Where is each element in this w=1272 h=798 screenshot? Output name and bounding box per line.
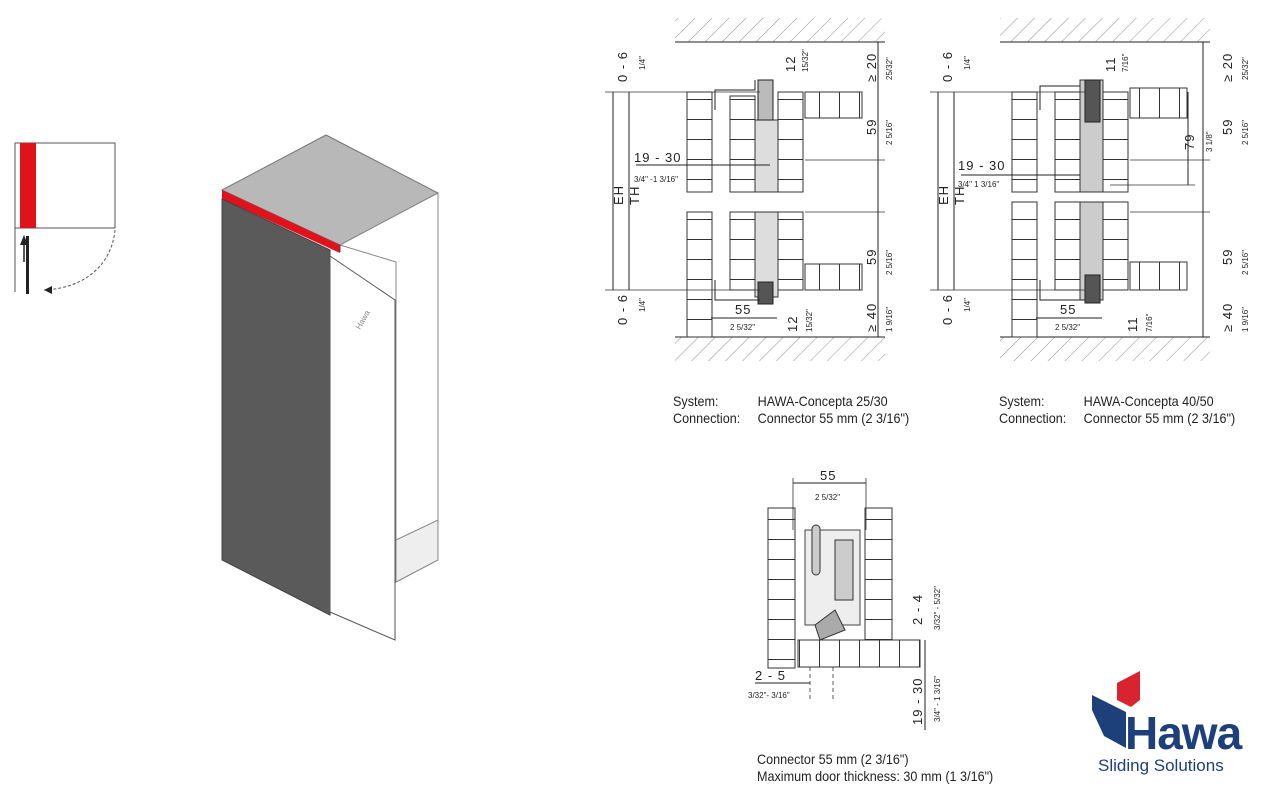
svg-text:3/32" - 5/32": 3/32" - 5/32" [933, 586, 942, 630]
dim-door-thickness: 19 - 30 [910, 678, 925, 725]
dim-reveal: 2 - 4 [910, 594, 925, 625]
caption-connector: Connector 55 mm (2 3/16") Maximum door t… [757, 751, 994, 784]
svg-text:7/16": 7/16" [1145, 313, 1154, 332]
svg-text:2 5/32": 2 5/32" [815, 493, 840, 502]
dim-lower-59: 59 [1220, 249, 1235, 265]
highlight-edge [222, 190, 340, 253]
section-drawing-concepta-40-50: EH TH 0 - 6 1/4" 0 - 6 1/4" ≥ 20 25/32" … [930, 18, 1250, 361]
dim-eh: EH [936, 185, 951, 205]
dim-top-clearance: ≥ 20 [864, 53, 879, 82]
logo-brand: Hawa [1125, 707, 1242, 759]
svg-text:2 5/16": 2 5/16" [1241, 120, 1250, 145]
dim-79: 79 [1182, 134, 1197, 150]
dim-gap: 2 - 5 [755, 668, 786, 683]
svg-text:1 9/16": 1 9/16" [1241, 307, 1250, 332]
svg-text:2 5/16": 2 5/16" [885, 120, 894, 145]
svg-text:2 5/16": 2 5/16" [1241, 250, 1250, 275]
door-panel [221, 198, 331, 616]
door-swing-icon [14, 142, 116, 294]
svg-text:2 5/32": 2 5/32" [1055, 323, 1080, 332]
plan-drawing-connector: 55 2 5/32" 2 - 4 3/32" - 5/32" 2 - 5 3/3… [748, 468, 942, 730]
dim-upper-59: 59 [864, 119, 879, 135]
dim-offset-top: 12 [783, 56, 798, 72]
svg-text:3/4" -1 3/16": 3/4" -1 3/16" [634, 175, 678, 184]
dim-th: TH [627, 186, 642, 205]
dim-width: 55 [1060, 302, 1076, 317]
svg-text:15/32": 15/32" [801, 49, 810, 72]
svg-text:1/4": 1/4" [638, 56, 647, 70]
dim-door-thickness: 19 - 30 [634, 150, 681, 165]
svg-text:25/32": 25/32" [885, 57, 894, 80]
dim-width: 55 [735, 302, 751, 317]
dim-gap-bottom: 0 - 6 [940, 294, 955, 325]
svg-text:3/32"- 3/16": 3/32"- 3/16" [748, 691, 790, 700]
svg-text:1/4": 1/4" [963, 56, 972, 70]
section-drawing-concepta-25-30: EH TH 0 - 6 1/4" 0 - 6 1/4" ≥ 20 25/32" … [605, 18, 894, 361]
svg-text:2 5/16": 2 5/16" [885, 250, 894, 275]
dim-offset-top: 11 [1103, 57, 1118, 73]
dim-width: 55 [820, 468, 836, 483]
dim-eh: EH [611, 185, 626, 205]
svg-text:1/4": 1/4" [963, 298, 972, 312]
svg-text:3/4" - 1 3/16": 3/4" - 1 3/16" [933, 676, 942, 722]
svg-text:1 9/16": 1 9/16" [885, 307, 894, 332]
logo-tagline: Sliding Solutions [1098, 756, 1224, 775]
svg-text:25/32": 25/32" [1241, 57, 1250, 80]
svg-text:2 5/32": 2 5/32" [730, 323, 755, 332]
dim-door-thickness: 19 - 30 [958, 158, 1005, 173]
caption-concepta-25-30: System:HAWA-Concepta 25/30 Connection:Co… [673, 393, 910, 426]
dim-top-clearance: ≥ 20 [1220, 53, 1235, 82]
hawa-logo-mark [1092, 671, 1140, 748]
svg-text:1/4": 1/4" [638, 298, 647, 312]
svg-text:7/16": 7/16" [1121, 53, 1130, 72]
dim-upper-59: 59 [1220, 119, 1235, 135]
svg-text:3/4" 1 3/16": 3/4" 1 3/16" [958, 180, 999, 189]
svg-text:3 1/8": 3 1/8" [1205, 131, 1214, 152]
dim-offset-bottom: 11 [1125, 317, 1140, 333]
dim-gap-top: 0 - 6 [940, 51, 955, 82]
dim-bottom-clearance: ≥ 40 [864, 303, 879, 332]
caption-concepta-40-50: System:HAWA-Concepta 40/50 Connection:Co… [999, 393, 1236, 426]
dim-gap-top: 0 - 6 [615, 51, 630, 82]
svg-text:15/32": 15/32" [805, 309, 814, 332]
dim-lower-59: 59 [864, 249, 879, 265]
dim-th: TH [952, 186, 967, 205]
cabinet-illustration: Hawa [220, 134, 440, 641]
open-door-panel [329, 255, 396, 641]
dim-offset-bottom: 12 [785, 316, 800, 332]
dim-gap-bottom: 0 - 6 [615, 294, 630, 325]
dim-bottom-clearance: ≥ 40 [1220, 303, 1235, 332]
